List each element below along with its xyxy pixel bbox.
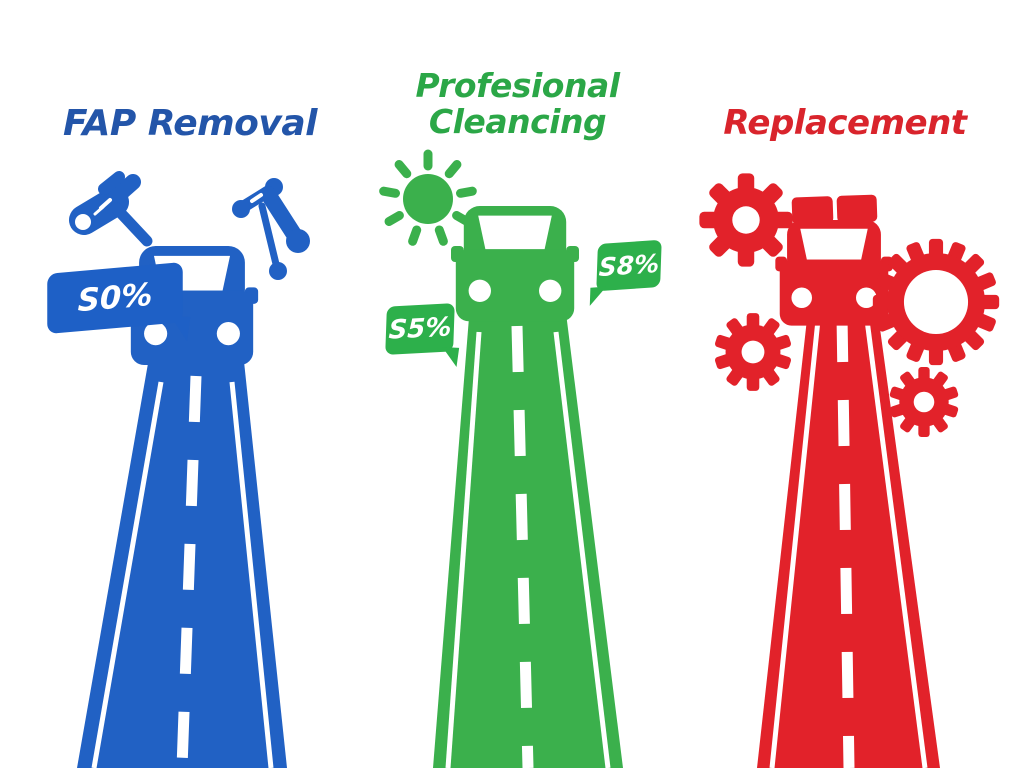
column-title-replacement: Replacement — [723, 103, 967, 143]
gear-icon — [888, 367, 960, 437]
percent-badge-fap-removal: S0% — [47, 261, 183, 335]
roof-rack-icon — [791, 194, 878, 225]
gear-icon — [872, 238, 1000, 366]
road-icon — [77, 352, 287, 768]
title-line-1: Profesional — [415, 66, 620, 105]
column-replacement-art — [699, 173, 1000, 768]
car-icon — [775, 220, 893, 326]
column-professional-cleaning-art — [379, 149, 623, 768]
column-title-fap-removal: FAP Removal — [63, 103, 317, 144]
road-icon — [433, 305, 623, 768]
column-title-professional-cleaning: Profesional Cleancing — [385, 68, 650, 139]
gear-icon — [714, 313, 792, 391]
linkage-tool-icon — [232, 178, 310, 280]
percent-badge-label: S5% — [388, 312, 452, 346]
percent-badge-label: S0% — [77, 276, 153, 320]
percent-badge-cleaning-right: S8% — [596, 239, 662, 292]
column-fap-removal-art — [69, 171, 310, 768]
percent-badge-label: S8% — [598, 248, 660, 283]
road-icon — [757, 292, 940, 768]
sun-icon — [379, 149, 477, 246]
gear-icon — [699, 173, 793, 267]
title-line-2: Cleancing — [428, 101, 607, 141]
percent-badge-cleaning-left: S5% — [385, 303, 455, 355]
wrench-tool-icon — [69, 171, 153, 247]
